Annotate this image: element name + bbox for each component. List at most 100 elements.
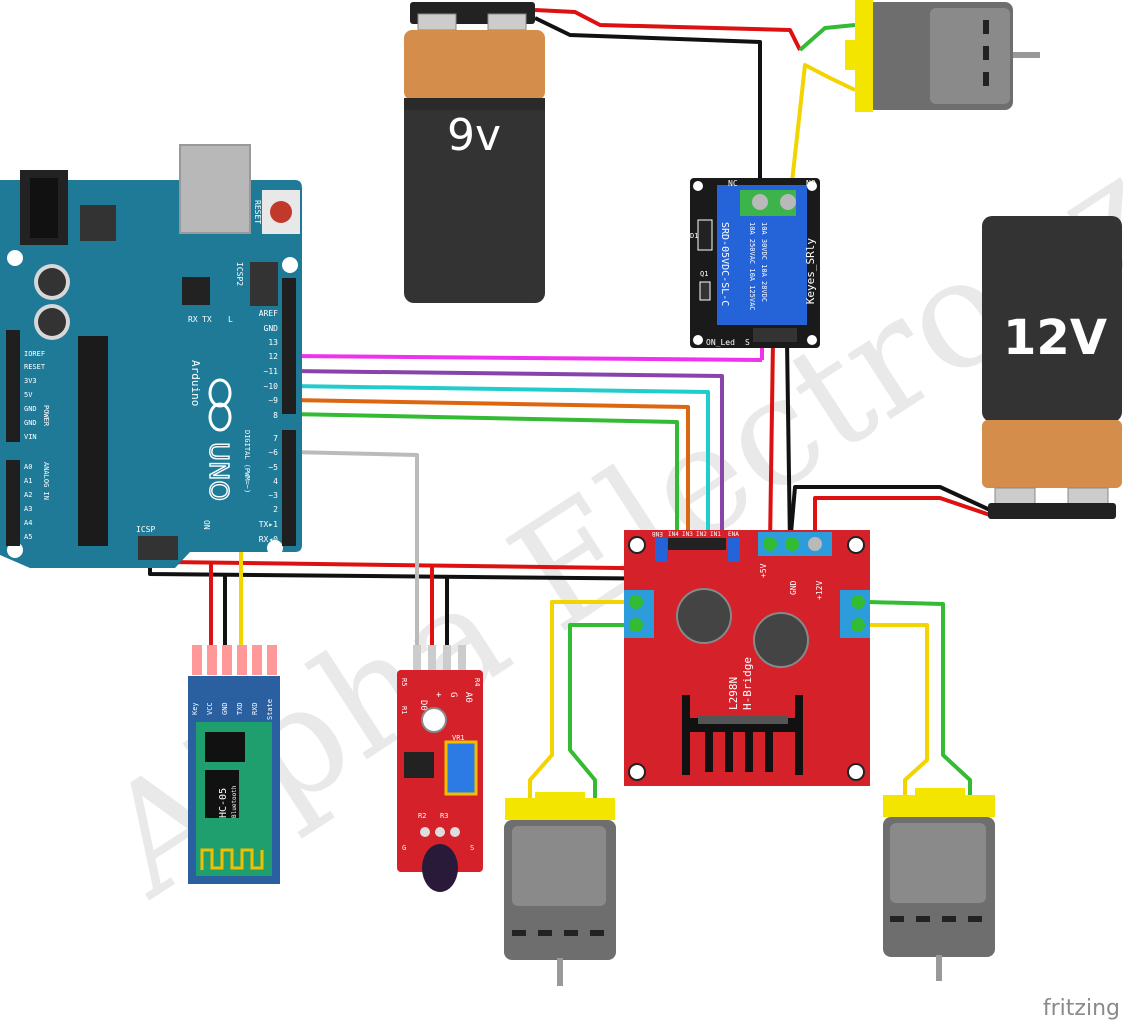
ir-r3: R3 bbox=[440, 812, 448, 820]
pin-a4: A4 bbox=[24, 519, 32, 527]
pin-10: ~10 bbox=[264, 382, 279, 391]
wire-red-9v-motor bbox=[534, 8, 802, 51]
ir-pin-labels: D0 + G A0 bbox=[418, 692, 473, 711]
wire-black-relay-gnd bbox=[785, 339, 792, 546]
hc05-vcc: VCC bbox=[206, 702, 214, 715]
l298n-hbridge: ENB IN4 IN3 IN2 IN1 ENA +5V GND +12V bbox=[624, 530, 870, 786]
l298n-in4: IN4 bbox=[668, 531, 679, 538]
hc05-txd: TXD bbox=[236, 702, 244, 715]
pin-7: 7 bbox=[273, 434, 278, 443]
fritzing-logo: fritzing bbox=[1043, 996, 1120, 1021]
motor-top bbox=[845, 0, 1040, 112]
hc05-rxd: RXD bbox=[251, 702, 259, 715]
hc05-gnd: GND bbox=[221, 702, 229, 715]
hc05-key: Key bbox=[191, 702, 199, 715]
relay-d1: D1 bbox=[690, 232, 698, 240]
l298n-in3: IN3 bbox=[682, 531, 693, 538]
ir-vr1: VR1 bbox=[452, 734, 465, 742]
l298n-pin-labels: ENB IN4 IN3 IN2 IN1 ENA bbox=[652, 530, 740, 538]
pin-a1: A1 bbox=[24, 477, 32, 485]
hc05-sub: Bluetooth bbox=[231, 785, 238, 818]
ir-r5: R5 bbox=[400, 678, 408, 686]
l298n-name: H-Bridge bbox=[741, 657, 754, 710]
ir-s: S bbox=[470, 844, 474, 852]
arduino-digital-label: DIGITAL (PWM=~) bbox=[243, 430, 251, 493]
arduino-l-label: L bbox=[228, 315, 233, 324]
arduino-model: UNO bbox=[203, 442, 233, 501]
relay-led: ON_Led bbox=[706, 338, 735, 347]
wire-green-pin8 bbox=[289, 412, 679, 545]
pin-13: 13 bbox=[268, 338, 278, 347]
arduino-rx-label: RX bbox=[188, 315, 198, 324]
relay-q1: Q1 bbox=[700, 270, 708, 278]
l298n-in2: IN2 bbox=[696, 531, 707, 538]
ir-led bbox=[422, 844, 458, 892]
relay-no: NO bbox=[806, 179, 816, 188]
wire-red-12v bbox=[813, 496, 991, 545]
pin-12: 12 bbox=[268, 352, 278, 361]
pin-9: ~9 bbox=[268, 396, 278, 405]
arduino-tx-label: TX bbox=[202, 315, 212, 324]
wire-green-left-motor bbox=[568, 623, 627, 800]
hc05-model: HC-05 bbox=[218, 788, 229, 818]
l298n-enb: ENB bbox=[652, 530, 663, 537]
arduino-reset-label: RESET bbox=[253, 200, 262, 224]
l298n-in1: IN1 bbox=[710, 531, 721, 538]
ir-r1: R1 bbox=[400, 706, 408, 714]
battery-12v-label: 12V bbox=[1003, 310, 1107, 366]
arduino-icsp-label: ICSP bbox=[136, 525, 155, 534]
relay-name: Keyes_SRly bbox=[804, 238, 817, 305]
battery-9v: 9v bbox=[404, 2, 545, 303]
l298n-12v: +12V bbox=[815, 581, 824, 600]
pin-5: ~5 bbox=[268, 463, 278, 472]
arduino-brand: Arduino bbox=[189, 360, 202, 406]
arduino-analog-pins: A0 A1 A2 A3 A4 A5 bbox=[24, 463, 32, 541]
ir-r4: R4 bbox=[473, 678, 481, 686]
relay-rating2: 10A 30VDC 10A 28VDC bbox=[760, 222, 768, 302]
wire-yellow-right-motor bbox=[868, 623, 929, 795]
pin-6: ~6 bbox=[268, 448, 278, 457]
pin-2: 2 bbox=[273, 505, 278, 514]
pin-0: RX◂0 bbox=[259, 535, 278, 544]
l298n-5v: +5V bbox=[759, 563, 768, 578]
relay-s: S bbox=[745, 338, 750, 347]
relay-rating1: 10A 250VAC 10A 125VAC bbox=[748, 222, 756, 311]
pin-3v3: 3V3 bbox=[24, 377, 37, 385]
pin-3: ~3 bbox=[268, 491, 278, 500]
arduino-power-label: POWER bbox=[42, 405, 50, 427]
ir-a0: A0 bbox=[463, 692, 473, 703]
arduino-right-pins-top: AREF GND 13 12 ~11 ~10 ~9 8 bbox=[259, 309, 278, 420]
relay-module: NC NO SRD-05VDC-SL-C 10A 250VAC 10A 125V… bbox=[690, 178, 820, 348]
pin-8: 8 bbox=[273, 411, 278, 420]
motor-left bbox=[504, 792, 616, 986]
pin-a3: A3 bbox=[24, 505, 32, 513]
pin-ioref: IOREF bbox=[24, 350, 45, 358]
pin-gnd: GND bbox=[264, 324, 279, 333]
wire-black-12v-gnd bbox=[788, 485, 991, 546]
ir-g: G bbox=[402, 844, 406, 852]
wire-black-9v-relay bbox=[534, 16, 762, 200]
hc05-pin-labels: Key VCC GND TXD RXD State bbox=[191, 699, 274, 720]
pin-gnd-2: GND bbox=[24, 419, 37, 427]
hc05-state: State bbox=[266, 699, 274, 720]
arduino-logo bbox=[208, 378, 232, 432]
l298n-ena: ENA bbox=[728, 531, 739, 538]
battery-9v-label: 9v bbox=[447, 110, 501, 161]
wire-cyan-pin10 bbox=[289, 384, 710, 545]
ir-d0: D0 bbox=[418, 700, 428, 711]
pin-5v: 5V bbox=[24, 391, 33, 399]
wire-pink-pin12 bbox=[289, 354, 763, 362]
pin-11: ~11 bbox=[264, 367, 279, 376]
wire-red-relay-vcc bbox=[768, 339, 775, 546]
arduino-icsp2-label: ICSP2 bbox=[235, 262, 244, 286]
relay-nc: NC bbox=[728, 179, 738, 188]
arduino-right-pins-bottom: 7 ~6 ~5 4 ~3 2 TX▸1 RX◂0 bbox=[259, 434, 278, 544]
hc05-bluetooth: Key VCC GND TXD RXD State HC-05 Bluetoot… bbox=[188, 645, 280, 884]
pin-gnd-1: GND bbox=[24, 405, 37, 413]
l298n-model: L298N bbox=[727, 677, 740, 710]
wire-green-motor bbox=[798, 23, 856, 52]
wire-white-ir-d0 bbox=[289, 450, 419, 650]
wire-yellow-left-motor bbox=[528, 600, 627, 800]
motor-right bbox=[883, 788, 995, 981]
